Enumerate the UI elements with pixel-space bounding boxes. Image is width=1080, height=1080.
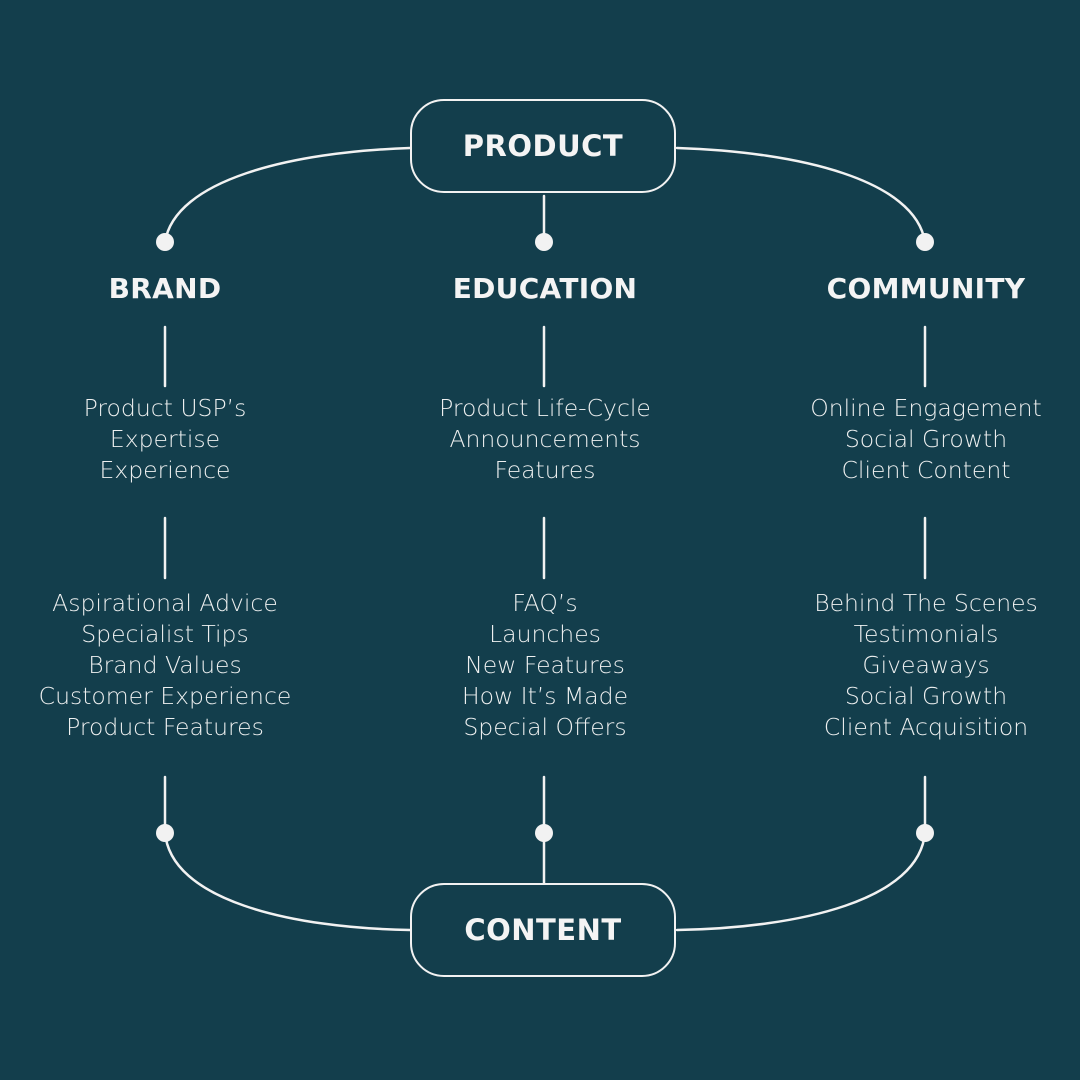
list-item: Giveaways xyxy=(862,651,990,679)
node-dot-community-top xyxy=(916,233,934,251)
list-item: Behind The Scenes xyxy=(814,589,1038,617)
education-heading: EDUCATION xyxy=(452,272,638,305)
list-item: FAQ’s xyxy=(512,589,578,617)
list-item: Client Content xyxy=(841,456,1011,484)
list-item: New Features xyxy=(465,651,625,679)
list-item: Product Features xyxy=(66,713,264,741)
content-node-label: CONTENT xyxy=(464,913,622,947)
product-node-label: PRODUCT xyxy=(462,129,624,163)
connector-product-to-brand xyxy=(163,146,412,244)
list-item: Customer Experience xyxy=(38,682,292,710)
education-primary-list: Product Life-Cycle Announcements Feature… xyxy=(385,393,705,486)
list-item: Social Growth xyxy=(844,682,1008,710)
connector-product-to-community xyxy=(675,146,927,244)
community-content-list: Behind The Scenes Testimonials Giveaways… xyxy=(766,588,1080,743)
connector-community-to-content xyxy=(675,830,927,932)
list-item: Product USP’s xyxy=(83,394,247,422)
node-dot-education-bottom xyxy=(535,824,553,842)
brand-heading: BRAND xyxy=(108,272,222,305)
product-node: PRODUCT xyxy=(410,99,676,193)
node-dot-brand-bottom xyxy=(156,824,174,842)
list-item: Expertise xyxy=(109,425,221,453)
community-primary-list: Online Engagement Social Growth Client C… xyxy=(766,393,1080,486)
education-content-list: FAQ’s Launches New Features How It’s Mad… xyxy=(385,588,705,743)
list-item: Launches xyxy=(489,620,601,648)
list-item: Specialist Tips xyxy=(81,620,249,648)
list-item: Online Engagement xyxy=(810,394,1042,422)
list-item: Testimonials xyxy=(853,620,999,648)
content-node: CONTENT xyxy=(410,883,676,977)
list-item: Special Offers xyxy=(463,713,627,741)
brand-content-list: Aspirational Advice Specialist Tips Bran… xyxy=(5,588,325,743)
list-item: Features xyxy=(494,456,596,484)
node-dot-community-bottom xyxy=(916,824,934,842)
connector-brand-to-content xyxy=(163,830,412,932)
community-heading: COMMUNITY xyxy=(826,272,1026,305)
list-item: How It’s Made xyxy=(461,682,629,710)
list-item: Experience xyxy=(99,456,231,484)
list-item: Announcements xyxy=(449,425,641,453)
list-item: Brand Values xyxy=(88,651,242,679)
node-dot-education-top xyxy=(535,233,553,251)
list-item: Product Life-Cycle xyxy=(439,394,651,422)
list-item: Client Acquisition xyxy=(823,713,1029,741)
list-item: Aspirational Advice xyxy=(52,589,278,617)
brand-primary-list: Product USP’s Expertise Experience xyxy=(5,393,325,486)
node-dot-brand-top xyxy=(156,233,174,251)
list-item: Social Growth xyxy=(844,425,1008,453)
